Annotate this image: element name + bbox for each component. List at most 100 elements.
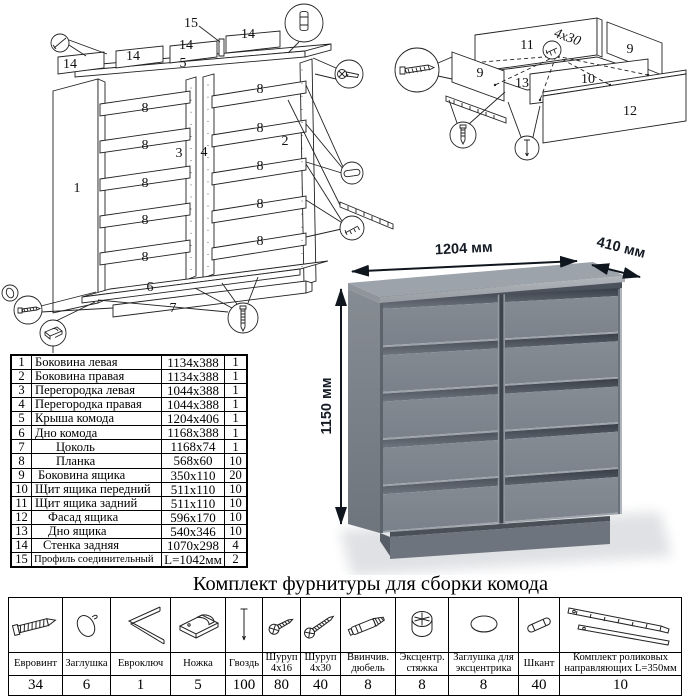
dowel-icon xyxy=(526,617,551,633)
label-side: 9 xyxy=(477,66,484,81)
parts-table-row: 13 Дно ящика 540x346 10 xyxy=(12,523,246,538)
parts-table-row: 7 Цоколь 1168x74 1 xyxy=(12,439,246,454)
label-plank: 8 xyxy=(142,213,149,228)
hardware-qty: 34 xyxy=(28,677,43,693)
foot-callout xyxy=(39,319,67,347)
parts-table-row: 5 Крыша комода 1204x406 1 xyxy=(12,411,246,426)
hardware-col-cam-lock: Эксцентр. стяжка 8 xyxy=(395,598,448,695)
parts-table-row: 14 Стенка задняя 1070x298 4 xyxy=(12,537,246,552)
label-bottom: 13 xyxy=(515,76,529,91)
hardware-col-screw-4x16: Шуруп 4x16 80 xyxy=(262,598,300,695)
label-facade: 12 xyxy=(623,104,637,119)
parts-table-row: 10 Щит ящика передний 511x110 10 xyxy=(12,481,246,496)
part-name: Щит ящика передний xyxy=(31,482,161,496)
cabinet-back-panel xyxy=(57,51,105,75)
height-dimension: 1150 мм xyxy=(319,378,335,435)
slides-icon xyxy=(566,607,670,646)
hardware-name: Заглушка xyxy=(63,653,110,676)
part-qty: 1 xyxy=(224,398,246,412)
part-size: 511x110 xyxy=(161,482,224,496)
part-number: 5 xyxy=(18,412,25,426)
hardware-name: Евроключ xyxy=(111,653,170,676)
label-profile: 15 xyxy=(184,16,198,31)
screw-4x30-icon xyxy=(303,615,334,639)
dimensions: 1204 мм 1150 мм 410 мм xyxy=(319,234,647,525)
cam-cap-icon xyxy=(470,615,497,633)
hardware-col-cam-cap: Заглушка для эксцентрика 8 xyxy=(448,598,518,695)
hardware-col-plug: Заглушка 6 xyxy=(62,598,110,695)
cabinet-plank xyxy=(211,232,307,261)
part-name: Боковина ящика xyxy=(31,468,161,482)
part-number: 10 xyxy=(15,482,28,496)
dowel-screw-icon xyxy=(347,616,385,636)
cabinet-plank xyxy=(211,80,307,109)
part-number: 9 xyxy=(18,468,25,482)
parts-table-row: 1 Боковина левая 1134x388 1 xyxy=(12,356,246,370)
screw-callout xyxy=(339,215,365,241)
drawer-slide-rail xyxy=(339,201,394,230)
part-size: 511x110 xyxy=(161,496,224,510)
cabinet-plank xyxy=(99,127,191,154)
label-plank: 8 xyxy=(257,197,264,212)
cabinet-plank xyxy=(99,202,191,229)
label-side-right: 2 xyxy=(282,134,289,149)
label-back-panel: 14 xyxy=(63,57,77,72)
hardware-qty: 40 xyxy=(531,677,547,693)
part-number: 14 xyxy=(15,538,28,552)
part-number: 6 xyxy=(18,426,25,440)
cabinet-side-left xyxy=(52,78,99,314)
cabinet-partition-right xyxy=(202,73,215,279)
hardware-col-screw-4x30: Шуруп 4x30 40 xyxy=(300,598,340,695)
depth-dimension: 410 мм xyxy=(595,234,647,262)
hardware-col-dowel-screw: Ввинчив. дюбель 8 xyxy=(340,598,395,695)
part-name: Дно ящика xyxy=(31,524,161,538)
foot-icon xyxy=(178,614,219,639)
part-size: 1204x406 xyxy=(161,412,224,426)
hardware-qty: 8 xyxy=(418,677,426,693)
dowel-callout xyxy=(340,161,364,185)
part-name: Профиль соединительный xyxy=(31,552,161,566)
part-qty: 2 xyxy=(224,552,246,566)
cabinet-plank xyxy=(211,157,307,186)
part-number: 15 xyxy=(15,552,28,566)
part-qty: 1 xyxy=(224,426,246,440)
label-plank: 8 xyxy=(257,159,264,174)
label-bottom: 6 xyxy=(147,280,154,295)
hardware-name: Евровинт xyxy=(9,653,62,676)
cabinet-profile xyxy=(218,38,225,57)
label-plank: 8 xyxy=(142,138,149,153)
hardware-qty: 8 xyxy=(479,677,488,693)
drawer-exploded-diagram: 4x30 11 9 9 10 13 12 xyxy=(394,17,687,161)
hardware-table: Евровинт 34 Заглушка 6 Евроключ 1 xyxy=(8,597,682,696)
hardware-name: Шуруп 4x16 xyxy=(263,652,300,676)
hardware-qty: 5 xyxy=(194,677,202,693)
hardware-col-foot: Ножка 5 xyxy=(170,598,225,695)
part-name: Боковина левая xyxy=(31,356,161,370)
eurovint-callout xyxy=(13,295,43,325)
hardware-name: Ножка xyxy=(171,653,225,676)
cabinet-plank xyxy=(211,119,307,148)
label-top: 5 xyxy=(180,56,187,71)
part-size: 1070x298 xyxy=(161,538,224,552)
dowel-callout xyxy=(284,3,324,43)
label-back-panel: 14 xyxy=(126,49,140,64)
hardware-col-eurokey: Евроключ 1 xyxy=(110,598,170,695)
label-plinth: 7 xyxy=(170,301,177,316)
hardware-col-nail: Гвоздь 100 xyxy=(225,598,262,695)
drawer-slide-rail xyxy=(445,95,507,124)
part-qty: 1 xyxy=(224,412,246,426)
label-plank: 8 xyxy=(142,176,149,191)
label-front-shield: 10 xyxy=(581,72,595,87)
hardware-qty: 40 xyxy=(313,677,328,693)
part-qty: 1 xyxy=(224,370,246,384)
hardware-name: Шкант xyxy=(519,653,559,676)
part-number: 11 xyxy=(15,496,28,510)
label-side: 9 xyxy=(627,42,634,57)
screw-callout xyxy=(227,302,259,334)
cabinet-plank xyxy=(211,195,307,224)
part-qty: 10 xyxy=(224,510,246,524)
cam-lock-icon xyxy=(411,611,432,637)
part-size: 540x346 xyxy=(161,524,224,538)
eurovint-icon xyxy=(11,618,57,637)
part-name: Перегородка левая xyxy=(31,384,161,398)
